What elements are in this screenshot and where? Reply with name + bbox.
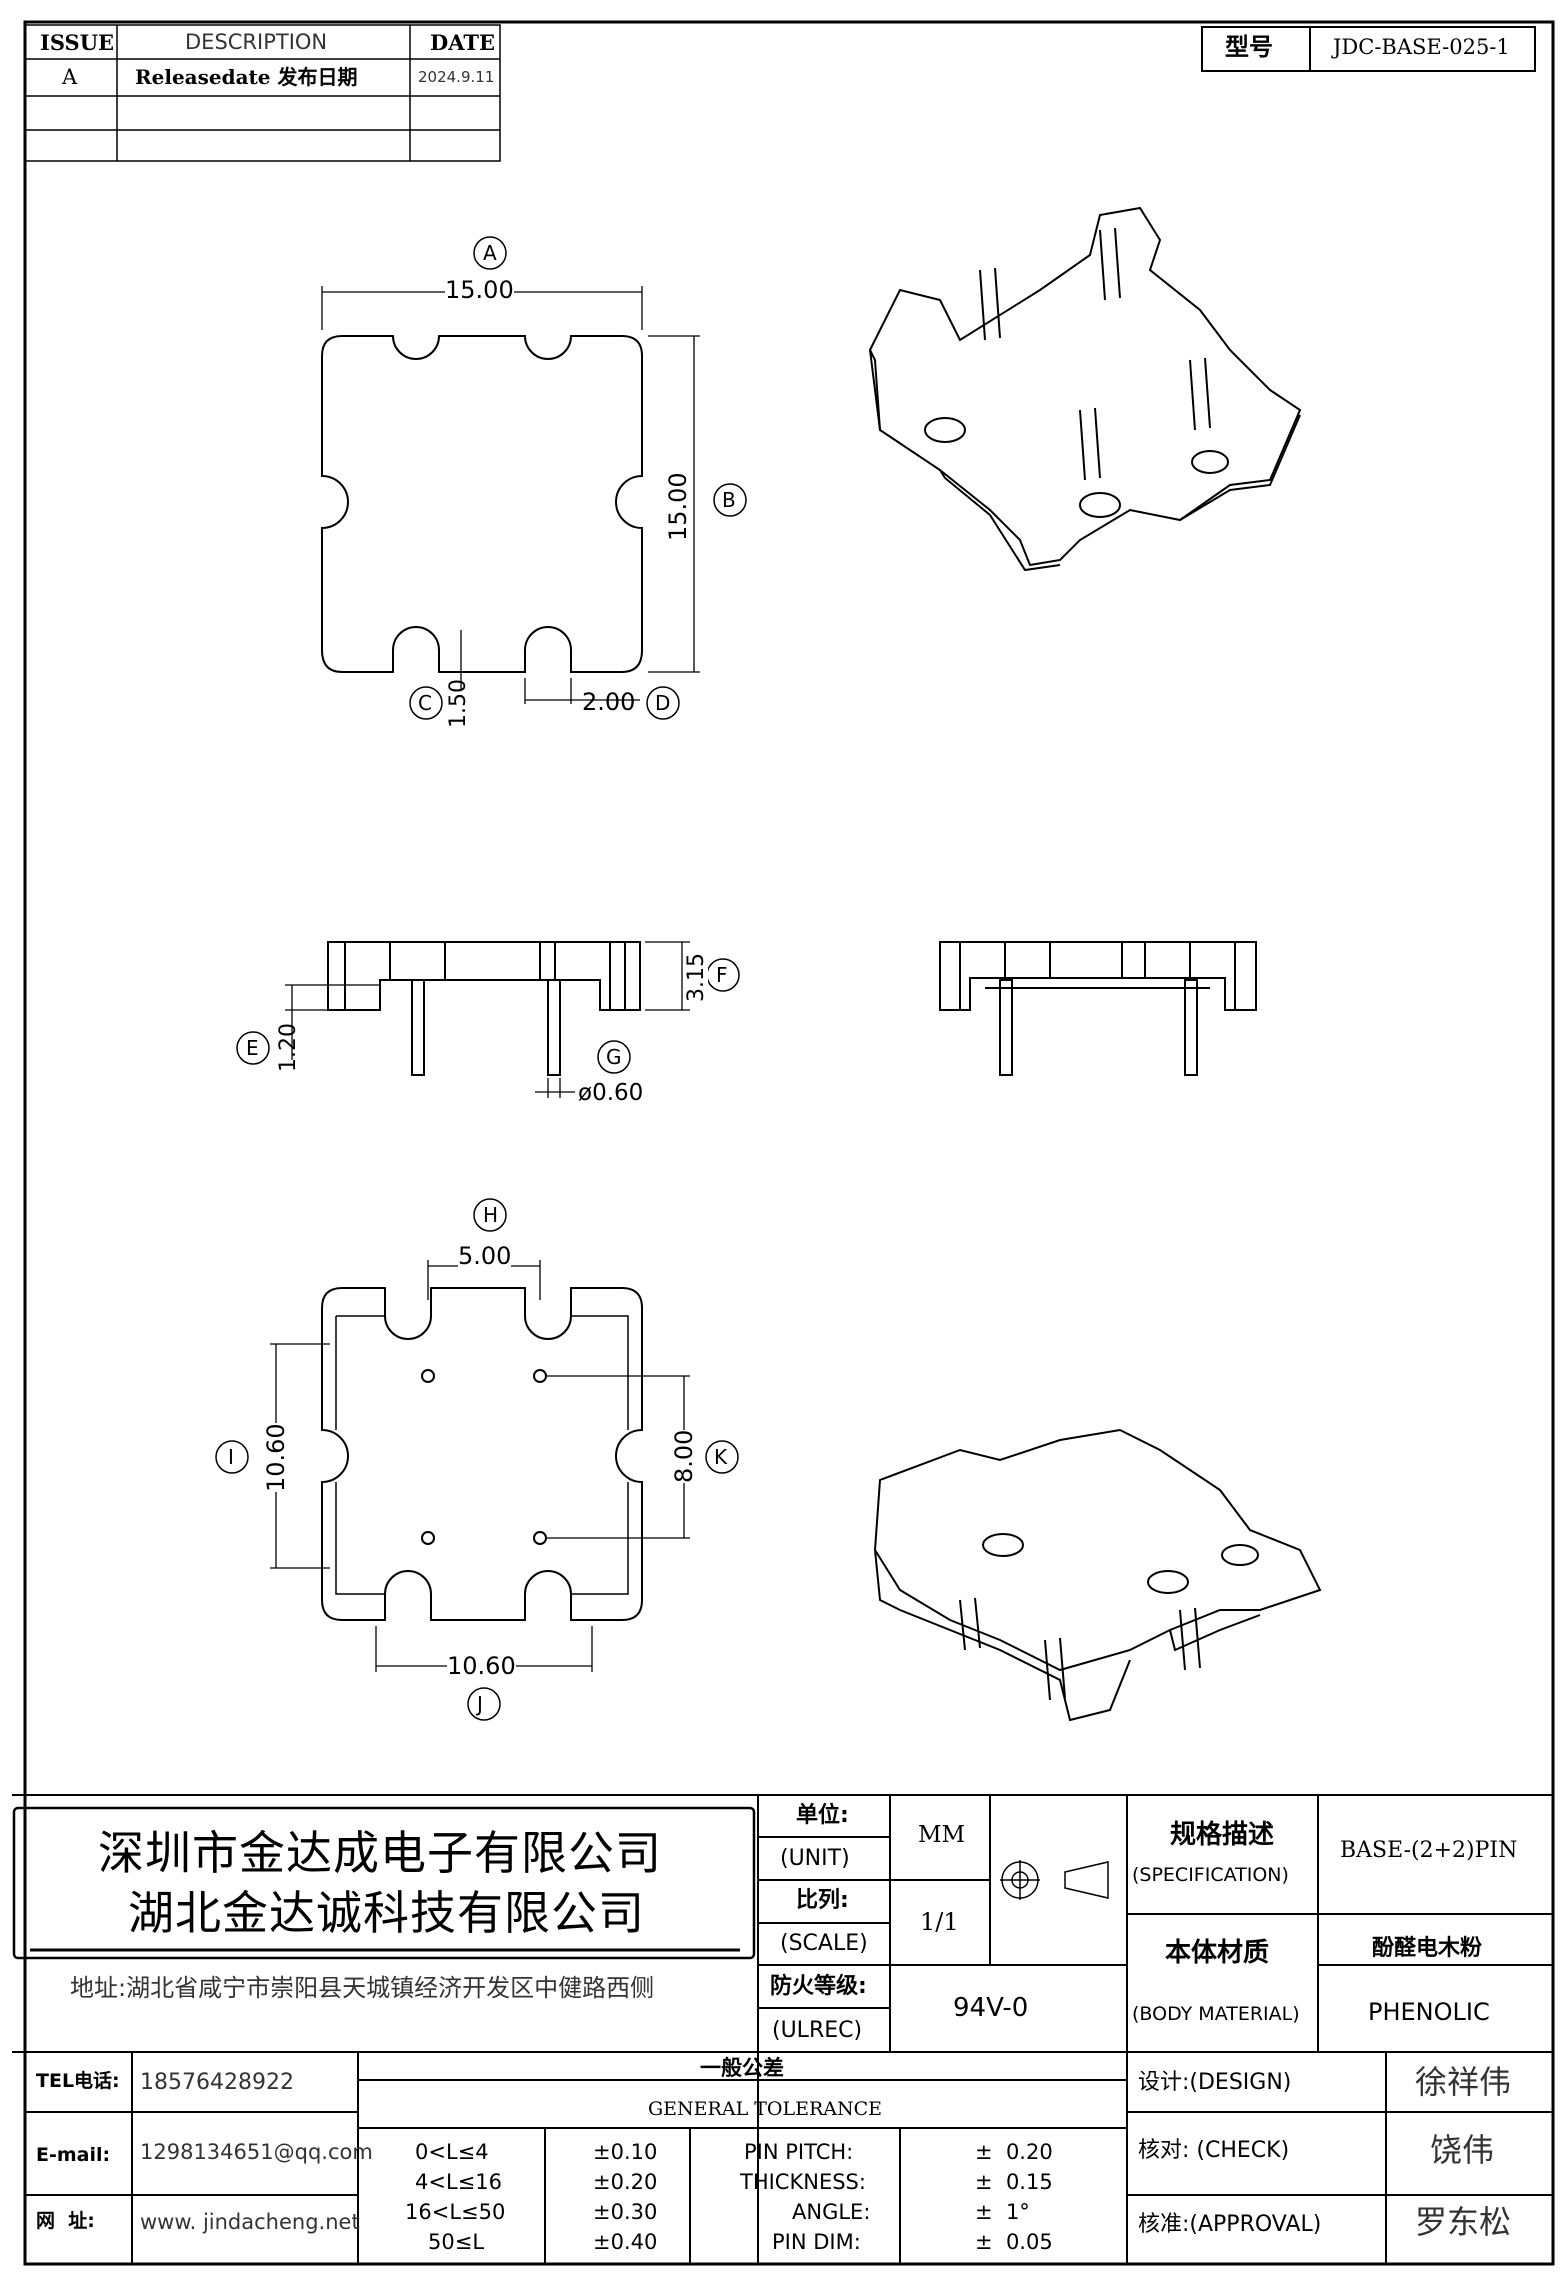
isometric-top-view xyxy=(868,206,1302,572)
material-label-en: (BODY MATERIAL) xyxy=(1132,2003,1300,2025)
email-label: E-mail: xyxy=(36,2144,111,2166)
email-value: 1298134651@qq.com xyxy=(140,2140,373,2164)
web-label: 网 址: xyxy=(36,2210,95,2232)
model-label: 型号 xyxy=(1225,33,1273,61)
dim-letter-e: E xyxy=(246,1036,259,1060)
dim-value-a: 15.00 xyxy=(445,276,514,304)
dim-value-h: 5.00 xyxy=(458,1242,512,1270)
tolerance-value: ±0.10 xyxy=(593,2140,658,2164)
dim-value-k: 8.00 xyxy=(670,1429,698,1483)
dim-value-f: 3.15 xyxy=(684,953,709,1002)
spec-label-en: (SPECIFICATION) xyxy=(1132,1864,1289,1886)
check-name: 饶伟 xyxy=(1430,2131,1495,2169)
tel-value: 18576428922 xyxy=(140,2070,294,2095)
dim-value-g: ø0.60 xyxy=(578,1080,644,1106)
revision-description-cell: Releasedate 发布日期 xyxy=(135,65,358,89)
tolerance-item-value: ± 0.05 xyxy=(975,2230,1053,2254)
dim-letter-i: I xyxy=(228,1445,234,1469)
design-name: 徐祥伟 xyxy=(1415,2063,1512,2101)
ulrec-value: 94V-0 xyxy=(953,1993,1029,2023)
dim-value-j: 10.60 xyxy=(447,1652,516,1680)
unit-label-cn: 单位: xyxy=(796,1803,849,1828)
unit-value: MM xyxy=(918,1822,966,1848)
tolerance-value: ±0.40 xyxy=(593,2230,658,2254)
approval-name: 罗东松 xyxy=(1415,2203,1512,2241)
spec-value: BASE-(2+2)PIN xyxy=(1340,1838,1518,1863)
dimension-letter-circles xyxy=(215,236,747,1721)
tolerance-item-value: ± 1° xyxy=(975,2200,1030,2224)
isometric-bottom-view xyxy=(873,1428,1322,1722)
tolerance-item-value: ± 0.20 xyxy=(975,2140,1053,2164)
revision-issue-header: ISSUE xyxy=(40,30,115,55)
ulrec-label-cn: 防火等级: xyxy=(770,1974,867,1999)
model-box-grid xyxy=(1201,26,1536,72)
tolerance-item: THICKNESS: xyxy=(740,2170,866,2194)
dim-value-c: 1.50 xyxy=(446,679,471,728)
revision-description-header: DESCRIPTION xyxy=(185,30,328,54)
projection-symbol xyxy=(1000,1860,1109,1900)
tolerance-range: 50≤L xyxy=(428,2230,485,2254)
scale-label-cn: 比列: xyxy=(796,1888,849,1913)
tolerance-range: 16<L≤50 xyxy=(405,2200,506,2224)
web-value: www. jindacheng.net xyxy=(140,2210,360,2234)
drawing-border xyxy=(23,20,1555,2266)
material-label-cn: 本体材质 xyxy=(1165,1938,1270,1968)
tolerance-value: ±0.30 xyxy=(593,2200,658,2224)
material-value-cn: 酚醛电木粉 xyxy=(1372,1936,1483,1961)
tel-label: TEL电话: xyxy=(36,2070,120,2092)
dim-value-d: 2.00 xyxy=(582,688,636,716)
material-value-en: PHENOLIC xyxy=(1368,1998,1490,2026)
bottom-view-dimension-lines xyxy=(270,1260,690,1672)
dim-letter-d: D xyxy=(655,691,671,715)
company-address: 地址:湖北省咸宁市崇阳县天城镇经济开发区中健路西侧 xyxy=(70,1974,655,2002)
dim-letter-c: C xyxy=(418,691,432,715)
top-view-outline xyxy=(321,335,643,673)
tolerance-item: PIN PITCH: xyxy=(744,2140,854,2164)
tolerance-item: ANGLE: xyxy=(792,2200,871,2224)
model-value: JDC-BASE-025-1 xyxy=(1333,35,1510,59)
tolerance-item-value: ± 0.15 xyxy=(975,2170,1053,2194)
tolerance-item: PIN DIM: xyxy=(772,2230,861,2254)
tolerance-range: 4<L≤16 xyxy=(415,2170,502,2194)
approval-label: 核准:(APPROVAL) xyxy=(1138,2212,1322,2237)
scale-label-en: (SCALE) xyxy=(780,1931,868,1956)
company-name-2: 湖北金达诚科技有限公司 xyxy=(128,1886,645,1940)
title-block-grid xyxy=(12,1794,1553,2264)
dim-letter-h: H xyxy=(483,1203,499,1227)
dim-letter-k: K xyxy=(714,1445,728,1469)
tolerance-range: 0<L≤4 xyxy=(415,2140,489,2164)
top-view-dimension-lines xyxy=(321,286,700,704)
company-name-1: 深圳市金达成电子有限公司 xyxy=(98,1826,662,1880)
revision-issue-cell: A xyxy=(62,65,78,89)
dim-letter-a: A xyxy=(483,241,497,265)
revision-date-cell: 2024.9.11 xyxy=(418,68,495,86)
scale-value: 1/1 xyxy=(920,1908,959,1936)
unit-label-en: (UNIT) xyxy=(780,1846,850,1871)
dim-value-b: 15.00 xyxy=(664,472,692,541)
tolerance-title-cn: 一般公差 xyxy=(700,2056,784,2080)
revision-table-grid xyxy=(24,24,501,162)
design-label: 设计:(DESIGN) xyxy=(1138,2070,1292,2095)
dim-letter-j: J xyxy=(477,1692,483,1716)
side-view-outline xyxy=(327,941,641,1076)
bottom-view-outline xyxy=(321,1287,643,1621)
dim-letter-b: B xyxy=(722,488,736,512)
dim-letter-f: F xyxy=(716,963,728,987)
ulrec-label-en: (ULREC) xyxy=(772,2018,863,2043)
revision-date-header: DATE xyxy=(430,30,495,55)
check-label: 核对: (CHECK) xyxy=(1138,2138,1290,2163)
front-view-outline xyxy=(939,941,1257,1076)
side-view-dimension-lines xyxy=(285,941,690,1098)
dim-letter-g: G xyxy=(606,1045,622,1069)
tolerance-title-en: GENERAL TOLERANCE xyxy=(648,2098,883,2120)
dim-value-i: 10.60 xyxy=(262,1423,290,1492)
tolerance-value: ±0.20 xyxy=(593,2170,658,2194)
spec-label-cn: 规格描述 xyxy=(1170,1820,1275,1850)
dim-value-e: 1.20 xyxy=(276,1023,301,1072)
